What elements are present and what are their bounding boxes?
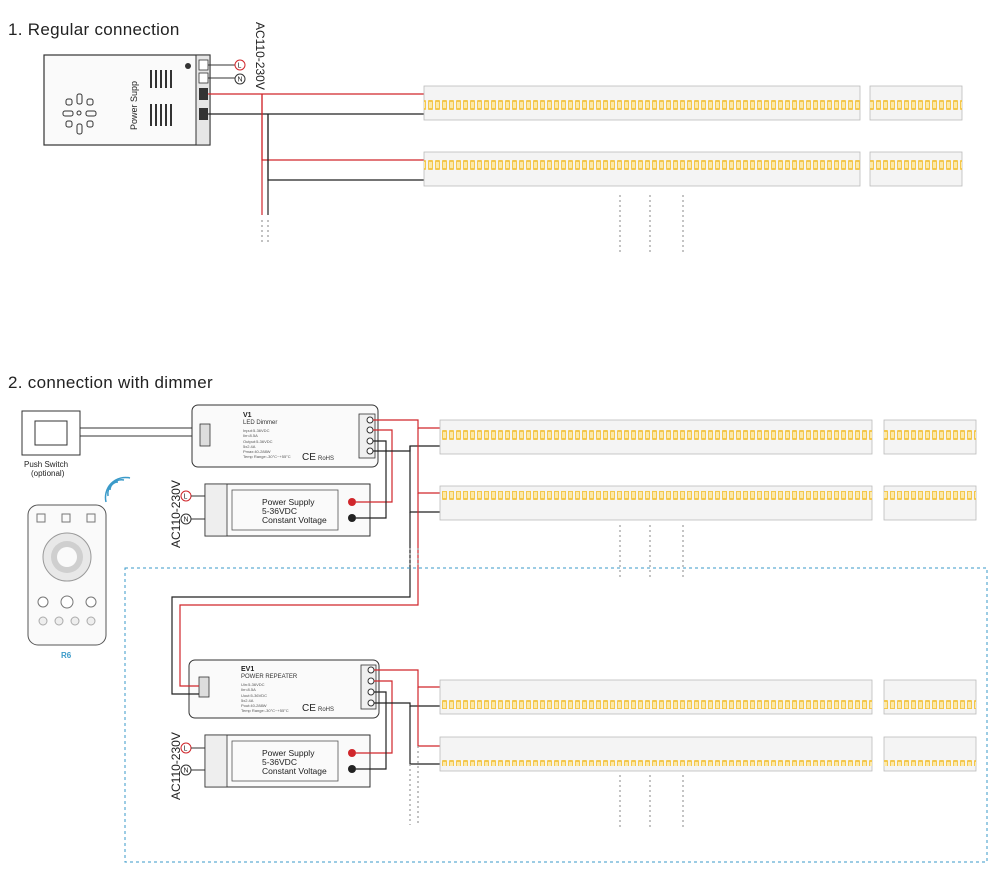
power-repeater-ev1: EV1 POWER REPEATER Uin:5-36VDC Iin<8.5A … [188, 659, 380, 719]
psu-1-terminal-l: L [184, 494, 188, 501]
dimmer-spec-3: 5x2.4A [243, 444, 256, 449]
fan-vent-icon [62, 93, 97, 135]
repeater-spec-0: Uin:5-36VDC [241, 682, 265, 687]
ac-voltage-label: AC110-230V [253, 22, 267, 90]
ac-input-2: L N [180, 742, 205, 776]
dimmer-type: LED Dimmer [243, 420, 277, 426]
led-strip-2c [439, 679, 977, 715]
dimmer-rohs: RoHS [318, 456, 334, 462]
ac-input-terminals: L N [208, 59, 246, 85]
terminal-l-label: L [238, 63, 242, 70]
section-1-wires [208, 93, 424, 242]
dimmer-spec-5: Temp Range:-30°C~+55°C [243, 454, 291, 459]
psu-1-line-3: Constant Voltage [262, 515, 327, 525]
push-switch: Push Switch (optional) [21, 410, 81, 478]
repeater-spec-5: Temp Range:-30°C~+55°C [241, 708, 289, 713]
remote-r6: R6 [27, 504, 107, 660]
dimmer-spec-4: Pmax:40-288W [243, 449, 271, 454]
repeater-type: POWER REPEATER [241, 674, 298, 680]
dimmer-spec-2: Output:5-36VDC [243, 439, 273, 444]
repeater-spec-1: Iin<8.5A [241, 687, 256, 692]
section-2-wires [171, 419, 440, 825]
power-supply-unit: Power Supp [43, 54, 211, 146]
ac-voltage-label-1: AC110-230V [169, 480, 183, 548]
psu-1-terminal-n: N [184, 517, 189, 524]
repeater-model: EV1 [241, 666, 254, 673]
ac-input-1: L N [180, 490, 205, 525]
continuation-dots-1 [619, 195, 684, 255]
wireless-signal-icon [104, 476, 131, 503]
vent-slots [150, 70, 172, 126]
psu-2-line-2: 5-36VDC [262, 757, 297, 767]
psu-2-line-1: Power Supply [262, 748, 315, 758]
push-switch-label-1: Push Switch [24, 460, 68, 469]
repeater-extension-box [124, 567, 988, 863]
ac-voltage-label-2: AC110-230V [169, 732, 183, 800]
dimmer-spec-0: Input:5-36VDC [243, 428, 270, 433]
repeater-spec-4: Pout:40-288W [241, 703, 267, 708]
continuation-dots-2 [619, 525, 684, 830]
led-dimmer-v1: V1 LED Dimmer Input:5-36VDC Iin<8.5A Out… [191, 404, 379, 468]
psu-2-line-3: Constant Voltage [262, 766, 327, 776]
psu-1-line-1: Power Supply [262, 497, 315, 507]
section-2-title: 2. connection with dimmer [8, 373, 213, 392]
led-strip-2a [439, 419, 977, 455]
repeater-spec-3: 5x2.4A [241, 698, 254, 703]
psu-2-terminal-l: L [184, 746, 188, 753]
led-strip-2b [439, 485, 977, 521]
dimmer-ce-mark: CE [302, 452, 316, 463]
remote-label: R6 [61, 651, 72, 660]
led-strip-1a [423, 85, 963, 121]
push-switch-wires [80, 427, 200, 437]
dimmer-spec-1: Iin<8.5A [243, 433, 258, 438]
power-supply-label: Power Supp [129, 81, 139, 130]
dimmer-model: V1 [243, 412, 252, 419]
repeater-rohs: RoHS [318, 707, 334, 713]
led-strip-1b [423, 151, 963, 187]
power-supply-1: Power Supply 5-36VDC Constant Voltage [204, 483, 371, 537]
push-switch-label-2: (optional) [31, 469, 65, 478]
repeater-spec-2: Uout:5-36VDC [241, 693, 267, 698]
section-1-title: 1. Regular connection [8, 20, 180, 39]
power-supply-2: Power Supply 5-36VDC Constant Voltage [204, 734, 371, 788]
terminal-n-label: N [238, 77, 243, 84]
psu-2-terminal-n: N [184, 768, 189, 775]
psu-1-line-2: 5-36VDC [262, 506, 297, 516]
repeater-ce-mark: CE [302, 703, 316, 714]
led-strip-2d [439, 736, 977, 772]
